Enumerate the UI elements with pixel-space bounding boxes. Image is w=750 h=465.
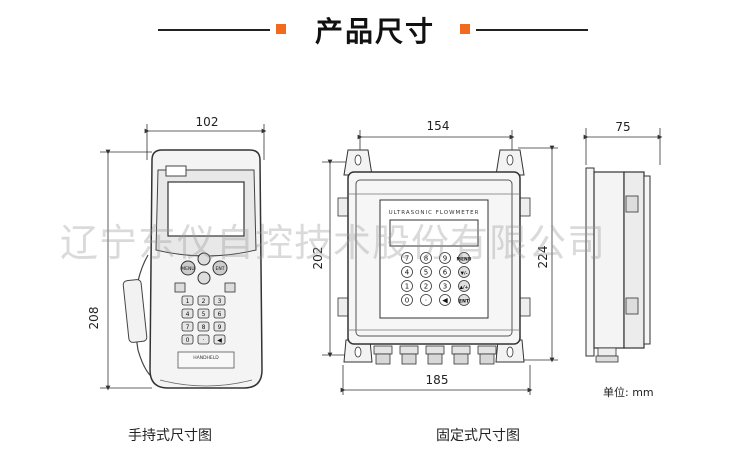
fixed-key-label: ▲/+ [460,285,469,291]
handheld-key: 8 [197,321,210,332]
side-depth-label: 75 [615,120,630,134]
handheld-key-label: ◀ [217,337,222,344]
handheld-key: 0 [181,334,194,345]
handheld-key-label: 3 [218,298,222,305]
fixed-key: 8 [420,252,432,264]
cable-gland [451,345,471,365]
fixed-key-label: ENT [459,299,470,305]
fixed-inner-height-label: 202 [311,247,325,270]
fixed-key-label: 8 [424,255,428,263]
handheld-key-label: 1 [186,298,190,305]
fixed-caption: 固定式尺寸图 [436,428,520,444]
handheld-ent-key: ENT [216,266,225,272]
handheld-caption: 手持式尺寸图 [128,428,212,444]
fixed-key-label: · [425,297,427,305]
handheld-menu-key: MENU [181,266,194,272]
fixed-key: 9 [439,252,451,264]
handheld-key-label: 4 [186,311,190,318]
handheld-key-label: 8 [202,324,206,331]
fixed-key-label: 6 [443,269,448,277]
fixed-key-label: 0 [405,297,409,305]
fixed-key-label: 7 [405,255,409,263]
cable-gland [425,345,445,365]
fixed-key: 1 [401,280,413,292]
section-title: 产品尺寸 [0,8,750,48]
handheld-key-label: 9 [218,324,222,331]
fixed-key-label: 9 [443,255,447,263]
handheld-key-label: 0 [186,337,190,344]
fixed-key: 2 [420,280,432,292]
handheld-key: 4 [181,308,194,319]
handheld-device: 102 208 MENU ENT 1 2 3 4 5 6 7 8 9 0 · ◀ HANDHELD [87,115,267,391]
handheld-key: 7 [181,321,194,332]
fixed-key: · [420,294,432,306]
handheld-keypad: 1 2 3 4 5 6 7 8 9 0 · ◀ [181,295,226,345]
fixed-key-label: 5 [424,269,428,277]
fixed-key: MENU [457,252,472,264]
fixed-bottom-width-label: 185 [426,373,449,387]
handheld-key-label: 7 [186,324,190,331]
handheld-key-label: · [203,337,205,344]
handheld-key: 3 [213,295,226,306]
fixed-top-width-label: 154 [427,119,450,133]
fixed-key: 0 [401,294,413,306]
cable-gland [477,345,497,365]
handheld-width-dimension [144,124,267,160]
title-left-line [158,29,270,31]
handheld-key-label: 2 [202,298,206,305]
handheld-width-label: 102 [196,115,219,129]
handheld-key: · [197,334,210,345]
fixed-keypad: 7 8 9 MENU 4 5 6 ▼/- 1 2 3 ▲/+ 0 · ◀ ENT [401,252,472,306]
unit-label: 单位: mm [603,386,654,399]
fixed-key-label: ▼/- [461,271,468,277]
fixed-outer-height-label: 224 [536,246,550,269]
fixed-key: ◀ [439,294,451,306]
handheld-key: 1 [181,295,194,306]
watermark: 辽宁东仪自控技术股份有限公司 [60,221,607,265]
fixed-key: 7 [401,252,413,264]
fixed-key-label: 2 [424,283,428,291]
fixed-device-front: 154 202 224 185 [311,119,558,395]
fixed-key: ▲/+ [458,280,470,292]
cable-gland [373,345,393,365]
handheld-key: 6 [213,308,226,319]
handheld-height-label: 208 [87,307,101,330]
fixed-key: 6 [439,266,451,278]
handheld-device-label: HANDHELD [193,355,219,361]
title-right-line [476,29,588,31]
handheld-height-dimension [100,149,152,391]
cable-glands [373,345,497,365]
handheld-key: 2 [197,295,210,306]
title-left-square [276,24,286,34]
fixed-key: 3 [439,280,451,292]
fixed-key-label: 4 [405,269,410,277]
fixed-key-label: ◀ [442,297,448,305]
fixed-device-side: 75 [583,120,663,363]
handheld-key: 5 [197,308,210,319]
fixed-key-label: 1 [405,283,409,291]
fixed-panel-text: ULTRASONIC FLOWMETER [389,210,480,216]
fixed-key-label: 3 [443,283,447,291]
handheld-key: 9 [213,321,226,332]
handheld-key: ◀ [213,334,226,345]
fixed-key: ENT [458,294,470,306]
cable-gland [399,345,419,365]
fixed-key: ▼/- [458,266,470,278]
title-text: 产品尺寸 [314,15,435,48]
fixed-key: 4 [401,266,413,278]
handheld-key-label: 5 [202,311,206,318]
fixed-key-label: MENU [457,257,472,263]
fixed-key: 5 [420,266,432,278]
handheld-key-label: 6 [218,311,222,318]
title-right-square [460,24,470,34]
